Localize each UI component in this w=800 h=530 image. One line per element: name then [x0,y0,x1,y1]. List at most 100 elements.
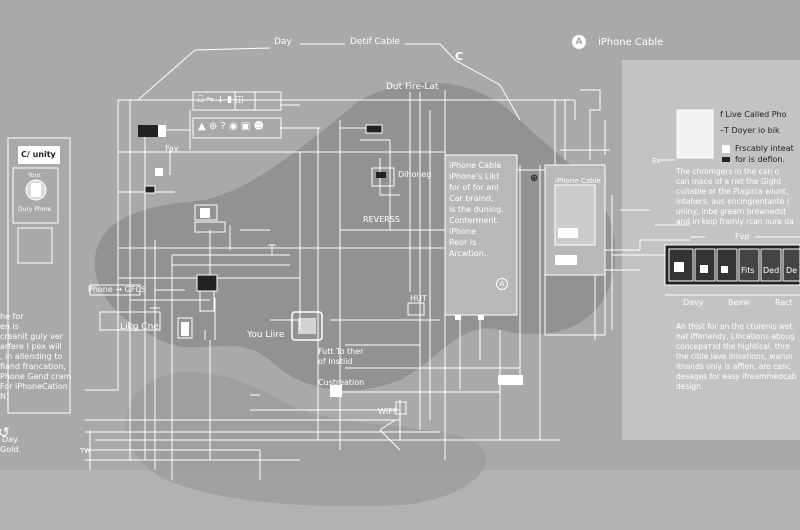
left-text-line: creanit guly ver [0,332,63,341]
fay-label: Fay [165,144,179,153]
futt-line: of Instiid [318,357,353,366]
relay-icon [200,208,210,218]
toolbar-row-1-icons: ⎕ ⇋ ↓ ▮ ◫ [198,95,243,106]
hut-socket [407,302,425,316]
black-connector-left [138,125,158,137]
header-c-mark: C [455,50,464,63]
down-arrow-icon: ↓ [216,95,225,105]
center-line: Reor is [449,238,477,247]
left-device-body [7,137,71,414]
paragraph-line: cuitable or the Plagirca wiunt, [676,187,789,196]
you-liire-label: You Liire [247,330,285,340]
phone-icon-body [31,183,41,197]
toolbar-row-1 [192,91,282,111]
legend-item-1: f Live Called Pho [720,110,787,120]
dihoneg-box [371,167,395,187]
header-detif-cable-label: Detif Cable [350,37,401,47]
white-pill [498,375,523,385]
dihoneg-label: Dihoneg [398,170,432,179]
reverss-label: REVERSS [363,215,400,224]
segment-2-plug-icon [700,265,708,273]
segment-1-plug-icon [674,262,684,272]
segment-3 [716,248,738,282]
segment-4-label: Fits [741,266,755,275]
center-line: Conterment. [449,216,500,225]
legend-text: Doyer io bik [731,126,780,135]
question-icon: ? [220,121,226,132]
right-paragraph-2: An thist for an the cturenis wet nat iff… [676,322,797,392]
right-device-block-2 [555,255,577,265]
center-text: iPhone Cable iPhone's Likt for of for an… [449,160,504,259]
plug-b [478,312,484,320]
segment-6 [782,248,800,282]
paragraph-line: desages for easy ifreammedcab [676,372,797,381]
left-device-screen [17,227,53,264]
top-toolbar [138,91,383,139]
right-device-lower [544,274,606,336]
segment-5-label: Ded [763,266,780,275]
connector-hub [291,311,323,341]
custreation-label: Custreation [318,378,365,387]
hdmi-connector [365,124,383,134]
right-device-block-1 [558,228,578,238]
left-device-text: he for en is creanit guly ver arfere I p… [0,312,72,402]
plug-body [199,290,215,312]
center-line: is the duning. [449,205,504,214]
connector-hub-core [298,318,316,334]
tiny-box [155,168,163,176]
left-device-title-box [18,146,60,164]
left-gold-label: Gold. [0,445,21,454]
phone-gfcs-label: Phone → GFCS [88,285,147,294]
header-day-label: Day [274,37,292,47]
paragraph-line: intahers, aus encingrentante ( [676,197,790,206]
up-circle-icon: ▲ [198,121,206,132]
wiff-label: WIFF [378,407,398,416]
header-a-icon: A [572,35,586,49]
left-text-line: fiand francation, [0,362,66,371]
radio-icon: ◉ [228,121,238,132]
plug-a [455,312,461,320]
left-device-dury-phme: Dury Phme [18,206,52,213]
segment-label-bexw: Bexw [728,298,750,307]
tw-label: TW [80,447,92,455]
swap-icon: ⇋ [206,95,214,105]
left-text-line: he for [0,312,24,321]
left-device-your: Your [28,172,41,179]
futt-label: Futt To ther of Instiid [318,347,363,367]
battery-small-icon: ▮ [227,95,233,105]
toolbar-row-2-icons: ▲ ⊕ ? ◉ ▣ ☻ [198,121,264,134]
white-connector-left [158,125,166,137]
paragraph-line: nat ifferlendy, Lincations aboug [676,332,795,341]
likg-cne-box [99,311,161,331]
right-paragraph-1: The chromgers in the can o can mace of a… [676,167,794,227]
left-device-title: C/ unity [21,150,56,159]
left-text-line: Phone Gand cram [0,372,72,381]
left-text-line: en is [0,322,19,331]
paragraph-line: the cible lave inisations, warun [676,352,793,361]
segment-label-ract: Ract [775,298,793,307]
left-text-line: , in allending to [0,352,63,361]
frscably-line: for is defion. [735,155,786,164]
swirl-icon: ↺ [0,425,10,441]
paragraph-line: concератзd the hightical, thre [676,342,790,351]
s-box-icon: ▣ [240,121,251,132]
target-icon: ⊕ [530,173,539,184]
left-day-label: Day [2,435,18,444]
components [89,167,523,415]
legend-item-2: –T Doyer io bik [720,126,780,136]
likg-cne-label: Likg Cne [120,322,159,332]
gfcs-box [89,284,141,296]
relay-body [194,221,226,233]
header-iphone-cable-label: iPhone Cable [598,37,664,48]
fay-switch [144,185,156,194]
left-device-phone-box [12,167,59,224]
legend-text: Live Called Pho [725,110,787,119]
dihoneg-chip [376,172,386,178]
right-device [544,164,606,336]
wiff-socket [395,401,407,415]
battery-fill [181,322,189,336]
left-device [7,137,71,414]
paragraph-line: can mace of a net the Gight [676,177,782,186]
paragraph-line: An thist for an the cturenis wet [676,322,793,331]
